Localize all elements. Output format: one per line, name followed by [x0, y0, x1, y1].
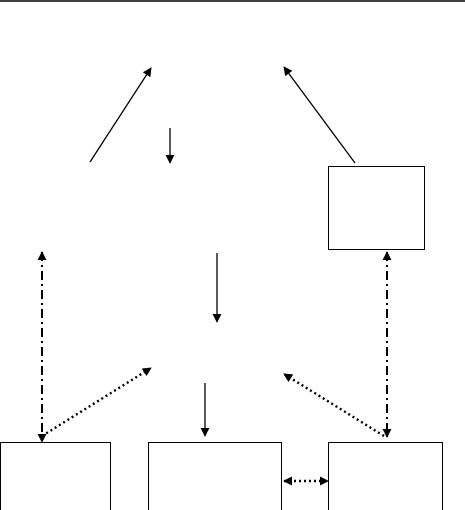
solid-arrow-up-left	[89, 67, 152, 163]
dash-dot-arrows	[37, 251, 392, 443]
box-right-middle	[328, 166, 425, 250]
dotted-arrows	[41, 366, 385, 486]
box-bottom-left	[0, 442, 111, 510]
dotted-arrow-left-diagonal	[41, 366, 152, 438]
box-bottom-center	[148, 442, 282, 510]
dotted-arrow-right-diagonal	[283, 372, 385, 438]
boxes	[0, 166, 443, 510]
solid-arrows	[89, 66, 356, 437]
solid-arrow-up-right	[283, 66, 356, 164]
box-bottom-right	[328, 442, 443, 510]
